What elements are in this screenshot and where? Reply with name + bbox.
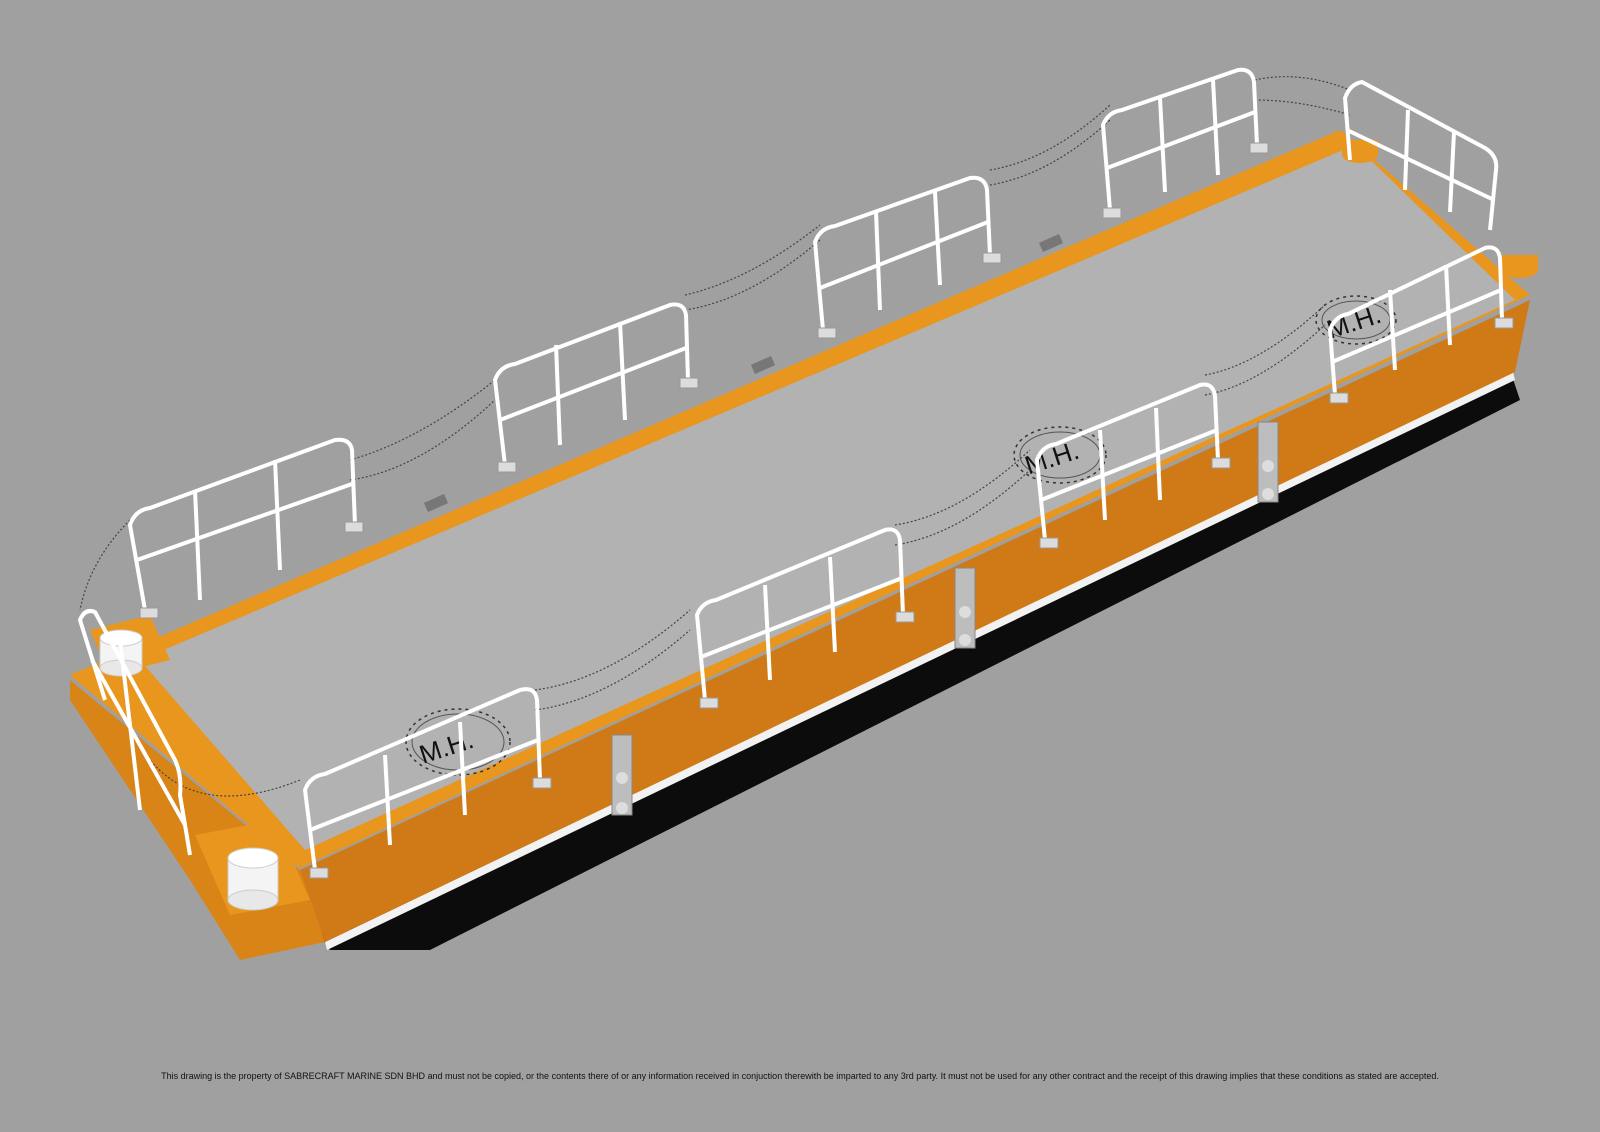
safety-chains <box>79 76 1351 797</box>
railing-panel <box>78 609 192 856</box>
fender-bracket-3 <box>1257 421 1279 503</box>
railing-panel <box>695 527 905 701</box>
railing-panel <box>128 437 357 611</box>
cleat-3 <box>1038 233 1064 253</box>
disclaimer-text: This drawing is the property of SABRECRA… <box>161 1071 1439 1081</box>
railing-panel <box>493 302 690 466</box>
stanchion-bases <box>139 142 1514 879</box>
cleat-2 <box>750 355 776 375</box>
cleat-1 <box>423 493 449 513</box>
fender-bracket-1 <box>611 734 633 816</box>
railing-panel <box>1035 382 1220 541</box>
railing-panel <box>1343 80 1499 231</box>
fender-bracket-2 <box>954 567 976 649</box>
deck-surface <box>140 145 1515 850</box>
bollard-rear-2 <box>1502 255 1538 278</box>
railing-panel <box>1328 245 1504 396</box>
bollard-front <box>227 847 279 911</box>
railings <box>78 67 1504 871</box>
railing-panel <box>303 687 542 871</box>
railing-panel <box>813 175 992 331</box>
railing-panel <box>1101 67 1259 211</box>
